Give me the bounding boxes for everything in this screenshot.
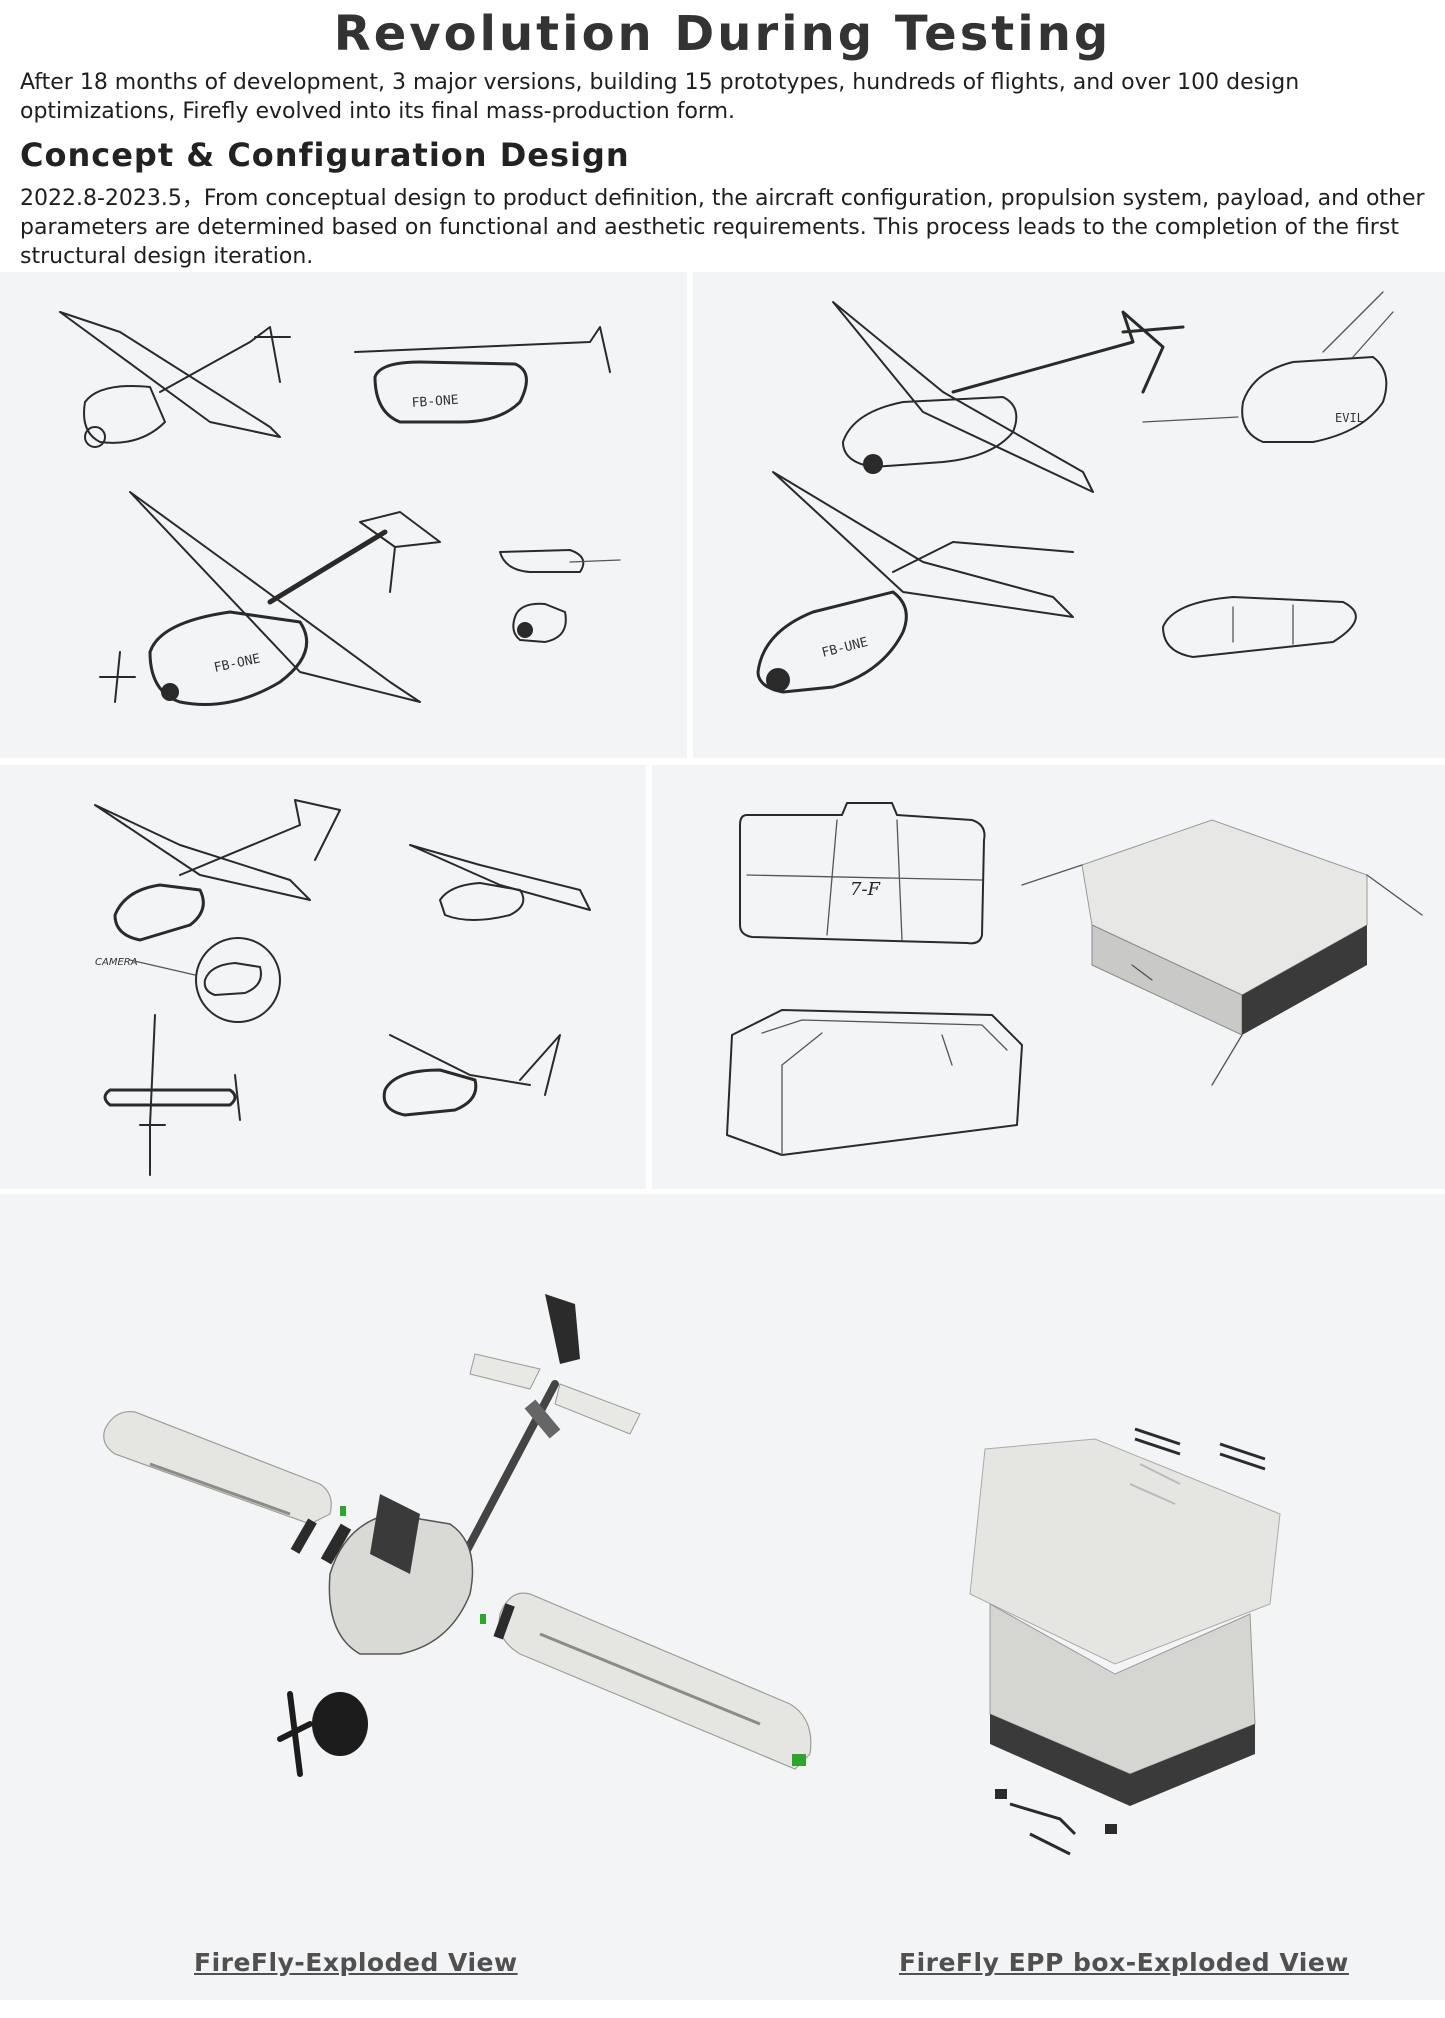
fuselage-label-1: FB-ONE — [411, 393, 459, 411]
caption-drone-exploded-view: FireFly-Exploded View — [194, 1948, 518, 1977]
intro-paragraph: After 18 months of development, 3 major … — [20, 70, 1300, 124]
caption-box-exploded-view: FireFly EPP box-Exploded View — [899, 1948, 1349, 1977]
sketch-panel-box: 7-F — [652, 765, 1445, 1189]
concept-sketch-drawing-1: FB-ONE FB-ONE — [59, 311, 621, 706]
sketch-panel-views: CAMERA — [0, 765, 646, 1189]
section-paragraph: 2022.8-2023.5，From conceptual design to … — [20, 186, 1425, 269]
concept-sketch-drawing-3: CAMERA — [94, 799, 591, 1176]
sketch-panel-refined-concepts: EVIL FB-UNE — [693, 272, 1445, 758]
section-heading: Concept & Configuration Design — [20, 136, 630, 174]
fuselage-label-2: FB-ONE — [213, 651, 262, 675]
sketch-panel-early-concepts: FB-ONE FB-ONE — [0, 272, 687, 758]
exploded-render-drawing — [103, 1294, 1281, 1856]
camera-label: CAMERA — [95, 957, 138, 968]
page-title: Revolution During Testing — [333, 6, 1112, 62]
fuselage-label-3: FB-UNE — [820, 635, 869, 661]
concept-sketch-drawing-2: EVIL FB-UNE — [756, 291, 1394, 694]
exploded-views-panel — [0, 1194, 1445, 2000]
box-logo: 7-F — [850, 879, 882, 900]
pod-label: EVIL — [1335, 411, 1364, 425]
box-sketch-drawing: 7-F — [726, 802, 1423, 1156]
